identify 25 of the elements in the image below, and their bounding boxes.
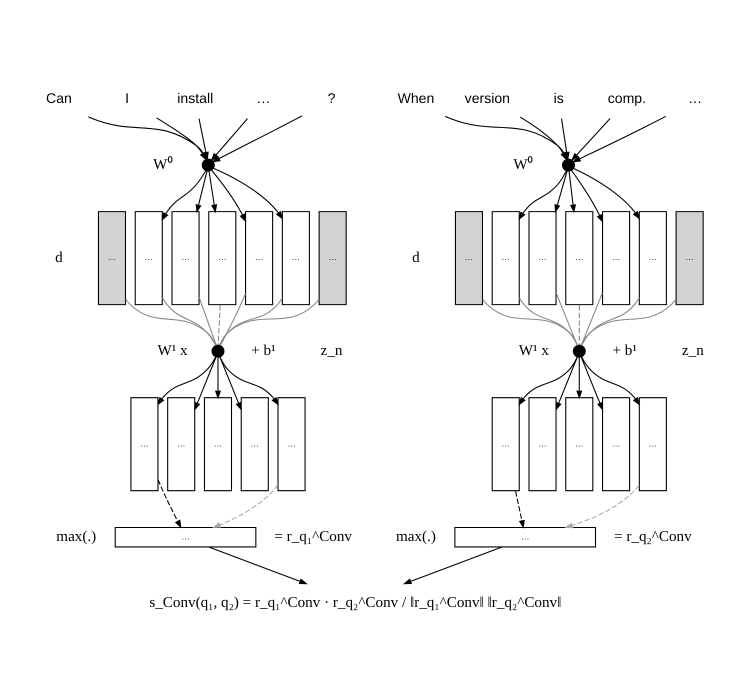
node-label: = r_q₂^Conv xyxy=(614,529,692,546)
label: z_n xyxy=(682,343,704,360)
node-label: = r_q₁^Conv xyxy=(274,529,352,546)
label: d xyxy=(412,250,420,266)
node-label: + b¹ xyxy=(251,343,276,360)
node-label: W⁰ xyxy=(153,157,172,174)
node-label: max(.) xyxy=(396,529,436,546)
node-text: … xyxy=(688,90,702,106)
node-text: comp. xyxy=(608,90,646,106)
node-text: Can xyxy=(46,90,72,106)
node-text: install xyxy=(177,90,214,106)
node-label: W¹ x xyxy=(518,343,549,360)
node-text: ? xyxy=(328,90,336,106)
label: z_n xyxy=(320,343,342,360)
node-text: … xyxy=(256,90,270,106)
node-text: When xyxy=(398,90,434,106)
node-label: + b¹ xyxy=(612,343,637,360)
node-label: W⁰ xyxy=(513,157,533,174)
node-text: version xyxy=(464,90,510,106)
node-label: max(.) xyxy=(56,529,96,546)
node-text: I xyxy=(125,90,130,106)
node-text: is xyxy=(554,90,564,106)
label: d xyxy=(55,250,63,266)
node-label: W¹ x xyxy=(157,343,188,360)
node-text: s_Conv(q₁, q₂) = r_q₁^Conv · r_q₂^Conv / ‖r_q₁^Conv‖ ‖r_q₂^Conv‖ xyxy=(149,595,562,612)
